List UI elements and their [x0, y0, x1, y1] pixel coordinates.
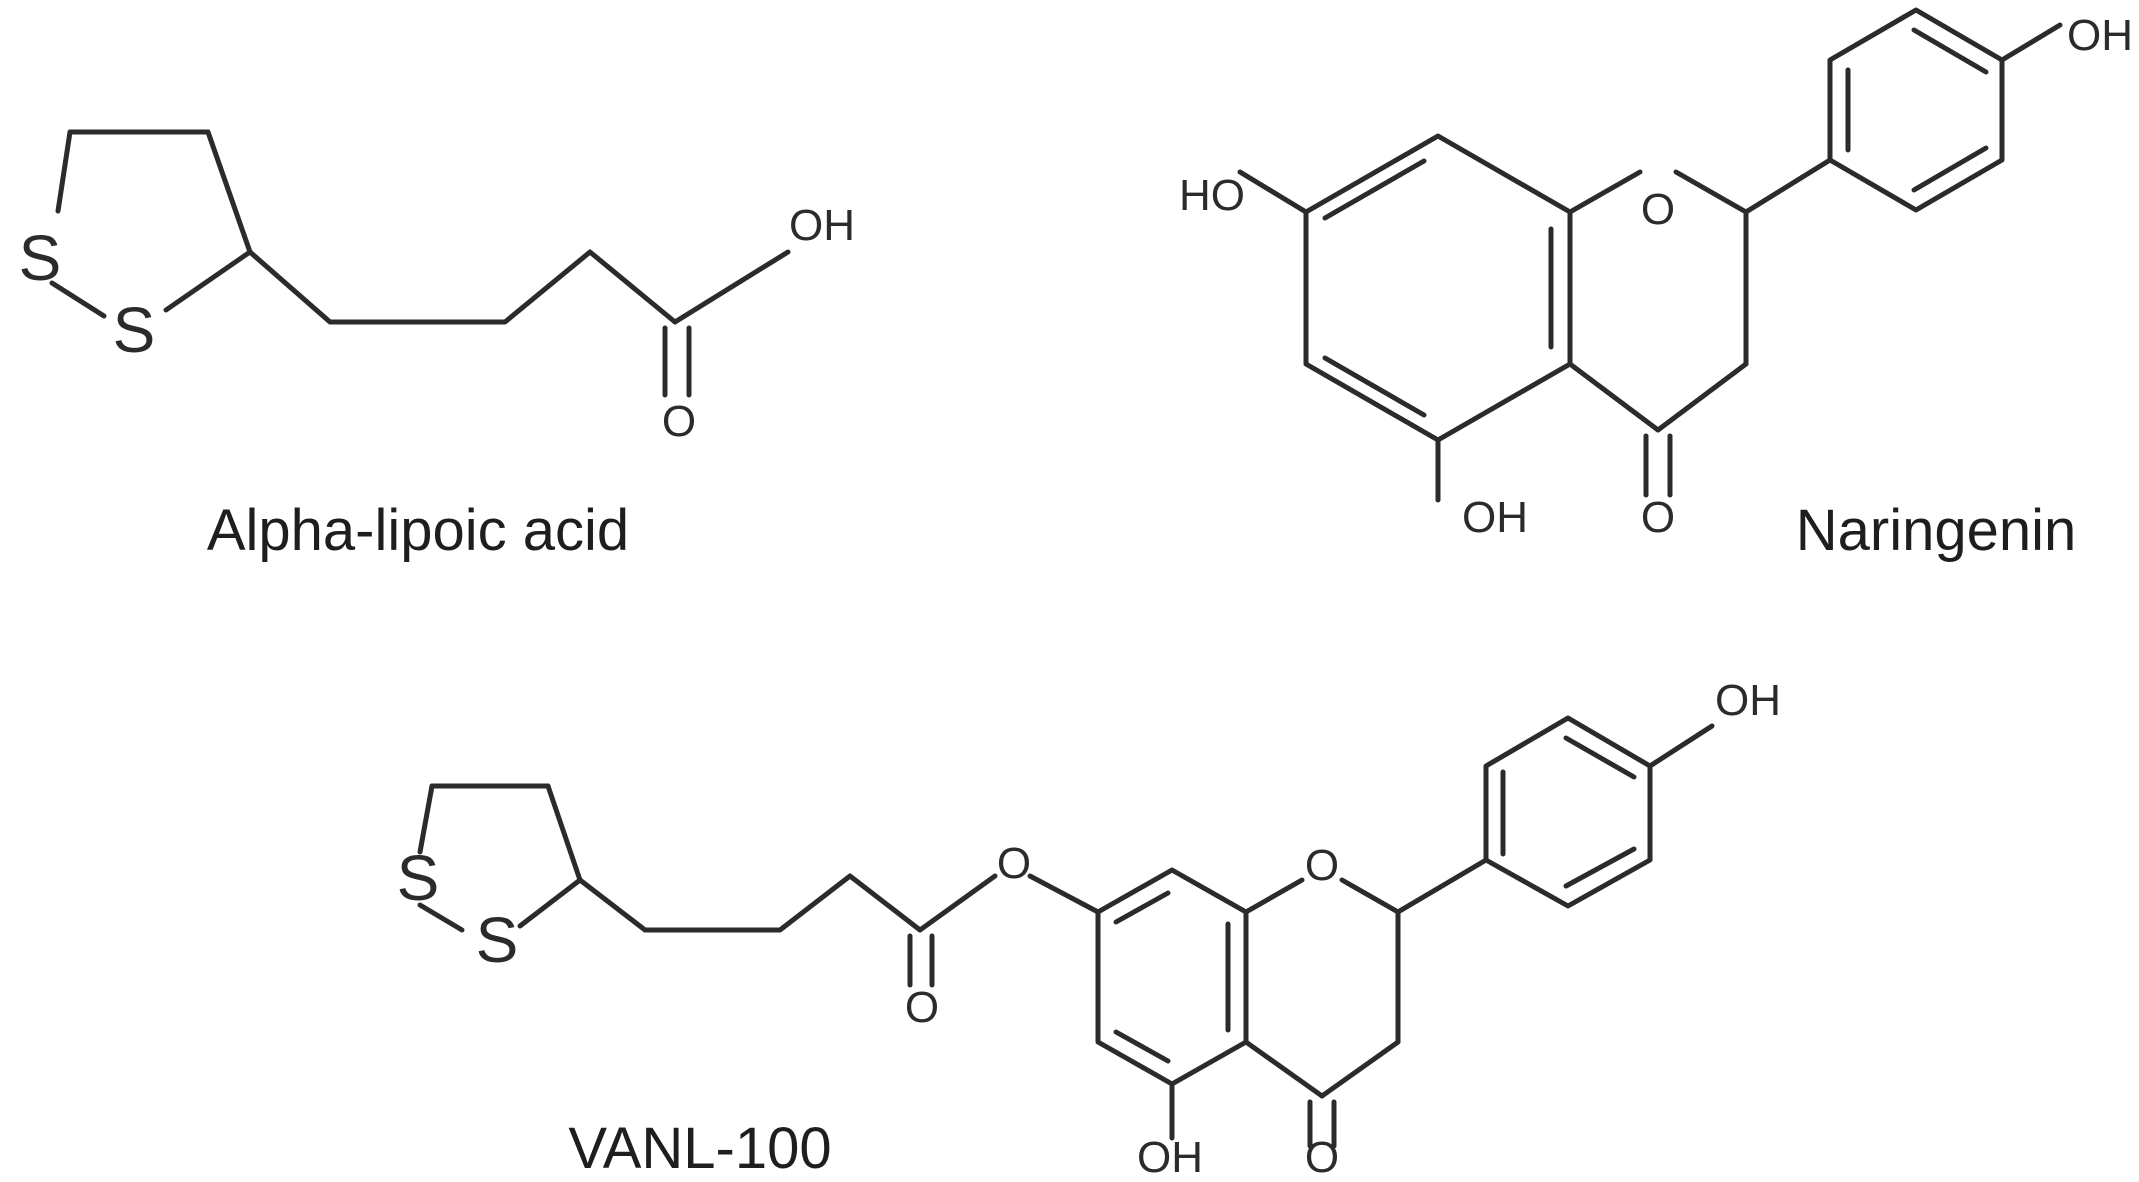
carbonyl-oxygen-label: O	[905, 983, 939, 1032]
alpha-lipoic-acid-structure: S S OH O Alpha-lipoic acid	[19, 129, 855, 563]
carbonyl-oxygen-label: O	[662, 397, 696, 446]
hydroxyl-label: OH	[1137, 1133, 1203, 1182]
hydroxyl-label: OH	[1462, 493, 1528, 542]
sulfur-atom-label: S	[397, 842, 440, 914]
vanl-100-bonds	[417, 715, 1715, 1149]
ring-oxygen-label: O	[1305, 841, 1339, 890]
sulfur-atom-label: S	[476, 904, 519, 976]
naringenin-structure: HO OH O OH O Naringenin	[1179, 7, 2133, 563]
carbonyl-oxygen-label: O	[1641, 493, 1675, 542]
hydroxyl-label: OH	[2067, 11, 2133, 60]
sulfur-atom-label: S	[19, 222, 62, 294]
compound-name-alpha-lipoic-acid: Alpha-lipoic acid	[207, 498, 629, 563]
compound-name-vanl-100: VANL-100	[568, 1116, 831, 1181]
alpha-lipoic-acid-bonds	[49, 129, 791, 398]
vanl-100-structure: S S O O O OH OH O VANL-100	[397, 676, 1781, 1182]
ring-oxygen-label: O	[1641, 185, 1675, 234]
naringenin-bonds	[1237, 7, 2063, 503]
compound-name-naringenin: Naringenin	[1796, 498, 2077, 563]
carbonyl-oxygen-label: O	[1305, 1133, 1339, 1182]
hydroxyl-label: HO	[1179, 171, 1245, 220]
sulfur-atom-label: S	[113, 294, 156, 366]
ester-oxygen-label: O	[997, 839, 1031, 888]
hydroxyl-label: OH	[1715, 676, 1781, 725]
hydroxyl-label: OH	[789, 201, 855, 250]
